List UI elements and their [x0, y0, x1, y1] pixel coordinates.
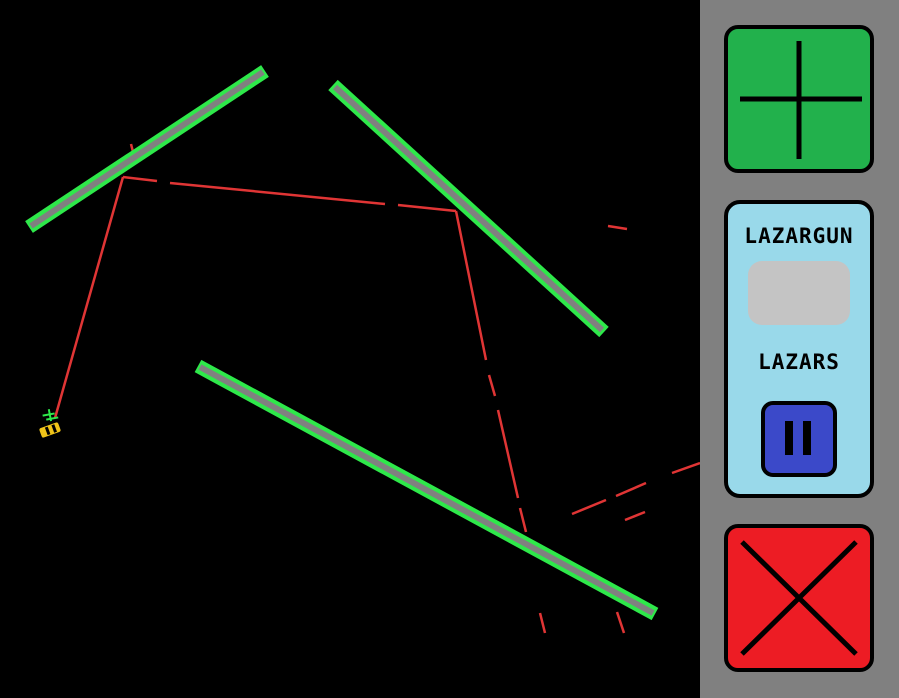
add-button[interactable]: [724, 25, 874, 173]
laser-beam-segment: [607, 224, 628, 231]
laser-beam-segment: [487, 374, 497, 397]
laser-beam-segment: [571, 498, 607, 516]
lazargun-slot[interactable]: [748, 261, 850, 325]
laser-beams: [53, 143, 700, 634]
lazargun-label: LAZARGUN: [744, 224, 854, 248]
pause-icon: [785, 421, 811, 455]
close-button[interactable]: [724, 524, 874, 672]
laser-beam-segment: [53, 176, 125, 419]
laser-beam-segment: [454, 210, 488, 361]
sidebar: LAZARGUN LAZARS: [700, 0, 899, 698]
laser-beam-segment: [496, 409, 520, 499]
lazars-label: LAZARS: [758, 350, 840, 374]
laser-beam-segment: [538, 612, 547, 634]
lazar-button[interactable]: [761, 401, 837, 477]
laser-beam-segment: [671, 461, 700, 475]
weapon-panel: LAZARGUN LAZARS: [724, 200, 874, 498]
x-icon: [740, 540, 858, 656]
plus-icon: [740, 41, 862, 159]
laser-beam-segment: [169, 181, 386, 206]
laser-beam-segment: [397, 203, 457, 213]
mirror[interactable]: [25, 65, 269, 233]
laser-beam-segment: [615, 611, 626, 634]
laser-gun-icon[interactable]: [33, 407, 64, 440]
mirror[interactable]: [194, 359, 659, 621]
mirror[interactable]: [328, 79, 609, 338]
laser-beam-segment: [624, 510, 646, 522]
playfield-canvas[interactable]: [0, 0, 700, 698]
laser-beam-segment: [518, 507, 528, 533]
playfield[interactable]: [0, 0, 700, 698]
laser-beam-segment: [615, 481, 647, 498]
laser-beam-segment: [122, 175, 158, 183]
